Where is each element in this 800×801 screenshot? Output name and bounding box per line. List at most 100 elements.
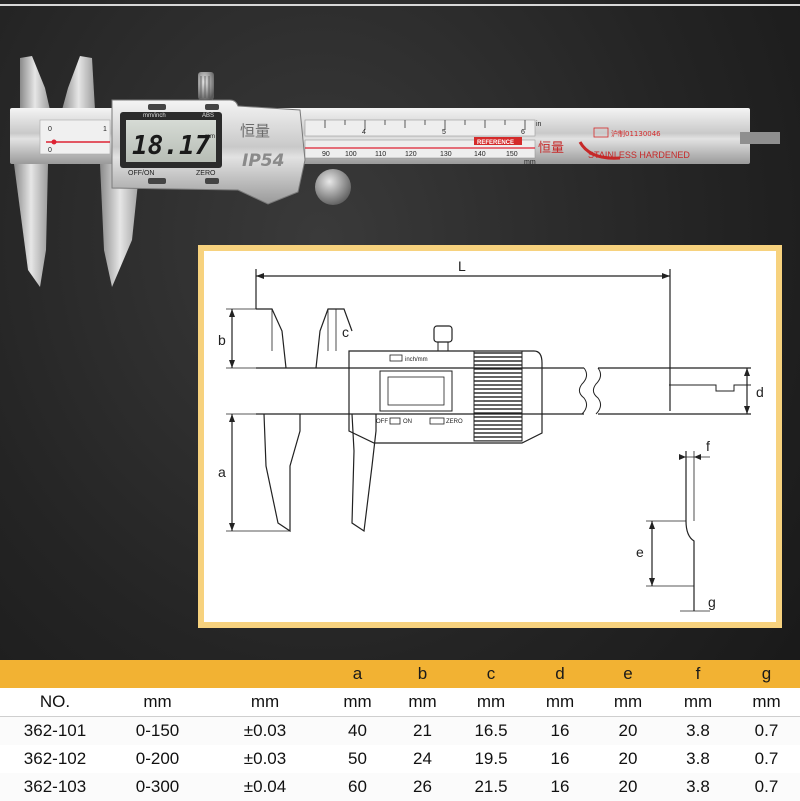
f-cell: 3.8: [663, 773, 733, 801]
display-unit-label: mm/inch: [143, 113, 166, 119]
accuracy-cell: ±0.04: [205, 773, 325, 801]
letter-cell: a: [325, 660, 390, 688]
unit-header-row: NO. mm mm mm mm mm mm mm mm mm: [0, 688, 800, 717]
upper-fixed-jaw: [20, 56, 50, 110]
unit-button[interactable]: [148, 104, 166, 110]
upper-sliding-jaw: [62, 56, 95, 110]
unit-cell: mm: [110, 688, 205, 717]
technical-drawing: L: [204, 251, 776, 622]
sliding-jaw-lower: [351, 413, 377, 533]
inch-scale: [304, 119, 536, 137]
g-cell: 0.7: [733, 716, 800, 745]
e-cell: 20: [593, 745, 663, 773]
g-cell: 0.7: [733, 773, 800, 801]
depth-rod-outline: [669, 384, 751, 392]
d-cell: 16: [527, 773, 593, 801]
zero-button[interactable]: [205, 178, 219, 184]
label-b: b: [218, 332, 226, 348]
unit-cell: NO.: [0, 688, 110, 717]
label-c: c: [342, 324, 349, 340]
thumb-roller[interactable]: [198, 72, 214, 100]
label-g: g: [708, 594, 716, 610]
f-cell: 3.8: [663, 745, 733, 773]
letter-cell: d: [527, 660, 593, 688]
accuracy-cell: ±0.03: [205, 716, 325, 745]
letter-cell: b: [390, 660, 455, 688]
c-cell: 16.5: [455, 716, 527, 745]
mm-tick-120: 120: [405, 151, 417, 158]
d-cell: 16: [527, 716, 593, 745]
grip-pad: [473, 350, 523, 442]
letter-cell: g: [733, 660, 800, 688]
logo-cn: 恒量: [538, 141, 564, 156]
inch-tick-6: 6: [521, 129, 525, 136]
reference-badge: [474, 137, 522, 145]
letter-cell: [110, 660, 205, 688]
table-row: 362-101 0-150 ±0.03 40 21 16.5 16 20 3.8…: [0, 716, 800, 745]
logo-swoosh: [578, 141, 621, 160]
lcd-unit: mm: [205, 134, 215, 140]
license-text: 沪制01130046: [611, 129, 661, 138]
zero-scale-mm-0: 0: [48, 147, 52, 154]
e-cell: 20: [593, 716, 663, 745]
unit-cell: mm: [593, 688, 663, 717]
off-on-label: OFF/ON: [128, 170, 154, 177]
a-cell: 50: [325, 745, 390, 773]
reference-label: REFERENCE: [477, 140, 514, 146]
model-cell: 362-102: [0, 745, 110, 773]
off-label: OFF: [376, 419, 388, 425]
mm-tick-90: 90: [322, 151, 330, 158]
c-cell: 21.5: [455, 773, 527, 801]
fixed-jaw-lower: [263, 413, 301, 533]
lcd-reading: 18.17: [132, 131, 211, 161]
inch-ticks: [324, 120, 526, 130]
beam-break: [578, 367, 602, 415]
unit-cell: mm: [733, 688, 800, 717]
e-cell: 20: [593, 773, 663, 801]
unit-cell: mm: [455, 688, 527, 717]
zero-button-outline: [429, 417, 445, 425]
lcd-screen: [126, 120, 216, 162]
dimension-letter-row: a b c d e f g: [0, 660, 800, 688]
accuracy-cell: ±0.03: [205, 745, 325, 773]
mm-tick-100: 100: [345, 151, 357, 158]
inch-unit-label: in: [536, 121, 542, 128]
mm-unit-label: mm: [524, 159, 536, 166]
b-cell: 24: [390, 745, 455, 773]
spec-table-wrap: a b c d e f g NO. mm mm mm mm mm mm mm m…: [0, 660, 800, 801]
brand-cn: 恒量: [240, 122, 270, 140]
table-row: 362-103 0-300 ±0.04 60 26 21.5 16 20 3.8…: [0, 773, 800, 801]
locking-screw[interactable]: [315, 169, 351, 205]
inch-tick-5: 5: [442, 129, 446, 136]
spec-table: a b c d e f g NO. mm mm mm mm mm mm mm m…: [0, 660, 800, 801]
technical-drawing-panel: L: [198, 245, 782, 628]
letter-cell: f: [663, 660, 733, 688]
unit-cell: mm: [390, 688, 455, 717]
letter-cell: [0, 660, 110, 688]
a-cell: 40: [325, 716, 390, 745]
fixed-jaw-upper: [256, 308, 287, 369]
mm-tick-130: 130: [440, 151, 452, 158]
inch-mm-button: [389, 354, 403, 362]
roller-outline: [433, 325, 453, 343]
beam-outline: [256, 367, 751, 415]
a-cell: 60: [325, 773, 390, 801]
letter-cell: [205, 660, 325, 688]
lower-fixed-jaw: [14, 164, 48, 287]
b-cell: 26: [390, 773, 455, 801]
model-cell: 362-101: [0, 716, 110, 745]
zero-scale: [39, 119, 111, 155]
inch-tick-4: 4: [362, 129, 366, 136]
inch-mm-label: inch/mm: [405, 357, 428, 363]
letter-cell: c: [455, 660, 527, 688]
ip-rating: IP54: [242, 151, 284, 171]
range-cell: 0-300: [110, 773, 205, 801]
off-on-button[interactable]: [148, 178, 166, 184]
mm-tick-140: 140: [474, 151, 486, 158]
label-a: a: [218, 464, 226, 480]
range-cell: 0-150: [110, 716, 205, 745]
abs-button[interactable]: [205, 104, 219, 110]
zero-label: ZERO: [196, 170, 216, 177]
label-e: e: [636, 544, 644, 560]
unit-cell: mm: [205, 688, 325, 717]
